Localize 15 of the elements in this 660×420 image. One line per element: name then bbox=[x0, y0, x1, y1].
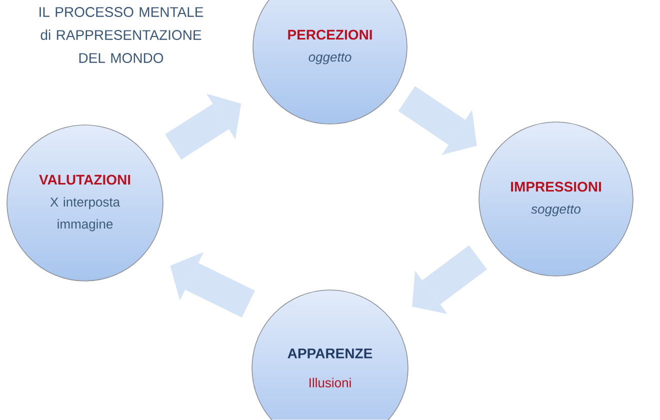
block-arrow bbox=[165, 94, 242, 160]
circle-title: IMPRESSIONI bbox=[511, 182, 601, 192]
circle-subtitle: soggetto bbox=[531, 205, 581, 216]
title: IL PROCESSO MENTALE di RAPPRESENTAZIONE DEL MONDO bbox=[40, 7, 204, 63]
circle-subtitle: X interposta immagine bbox=[50, 197, 120, 232]
block-arrow bbox=[412, 245, 487, 314]
circle-title: VALUTAZIONI bbox=[39, 174, 130, 185]
circle-subtitle: oggetto bbox=[308, 53, 352, 64]
block-arrow bbox=[170, 252, 256, 318]
circle-subtitle: Illusioni bbox=[310, 378, 351, 388]
circle-title: PERCEZIONI bbox=[288, 30, 372, 40]
process-circle bbox=[6, 124, 164, 282]
process-circle bbox=[478, 122, 634, 276]
block-arrow bbox=[398, 86, 477, 155]
circle-title: APPARENZE bbox=[288, 348, 372, 358]
